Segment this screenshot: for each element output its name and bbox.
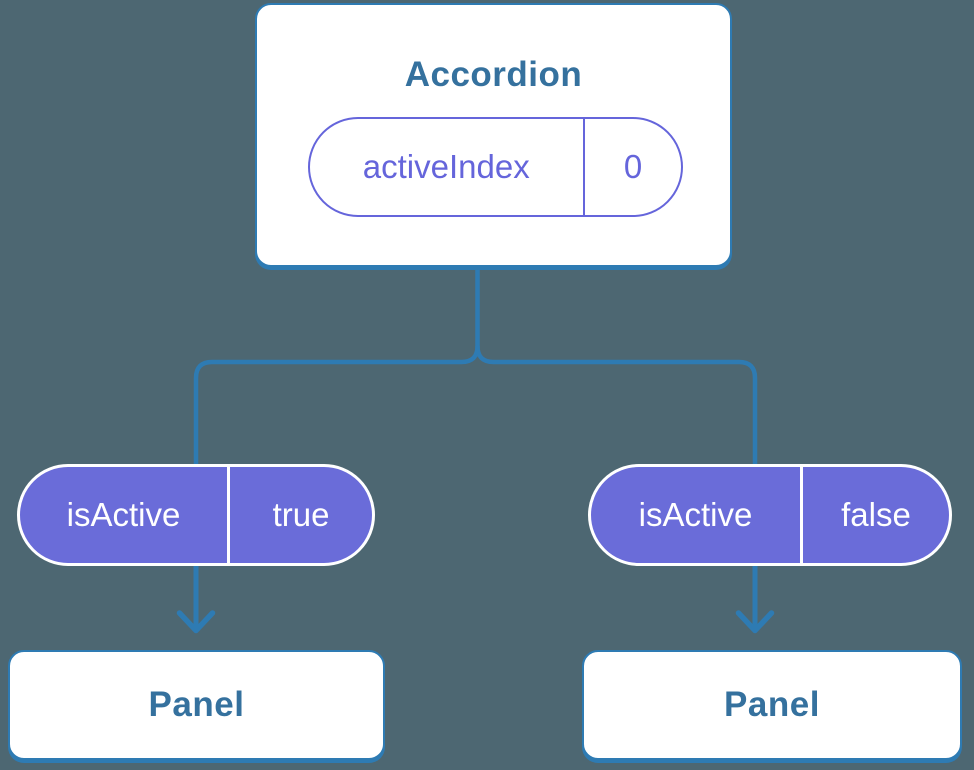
panel-node-right: Panel xyxy=(582,650,962,760)
arrow-down-icon-right xyxy=(735,560,775,634)
state-pill-value: 0 xyxy=(623,148,643,185)
prop-pill-isactive-true: isActive true xyxy=(17,464,375,566)
state-pill-divider xyxy=(582,119,585,215)
panel-node-title: Panel xyxy=(148,685,245,724)
state-pill-name: activeIndex xyxy=(362,148,530,185)
prop-pill-name: isActive xyxy=(638,496,753,533)
prop-pill-value: true xyxy=(272,496,330,533)
state-pill-activeIndex: activeIndex 0 xyxy=(308,117,683,217)
accordion-node-title: Accordion xyxy=(404,55,583,94)
prop-pill-divider xyxy=(800,467,803,563)
accordion-node: Accordion activeIndex 0 xyxy=(255,3,732,267)
panel-node-title: Panel xyxy=(724,685,820,724)
prop-pill-divider xyxy=(227,467,230,563)
panel-node-left: Panel xyxy=(8,650,385,760)
arrow-down-icon-left xyxy=(176,560,216,634)
connector-branch-right xyxy=(475,345,758,470)
prop-pill-value: false xyxy=(841,496,911,533)
connector-branch-left xyxy=(193,345,480,470)
prop-pill-name: isActive xyxy=(66,496,181,533)
prop-pill-isactive-false: isActive false xyxy=(588,464,952,566)
